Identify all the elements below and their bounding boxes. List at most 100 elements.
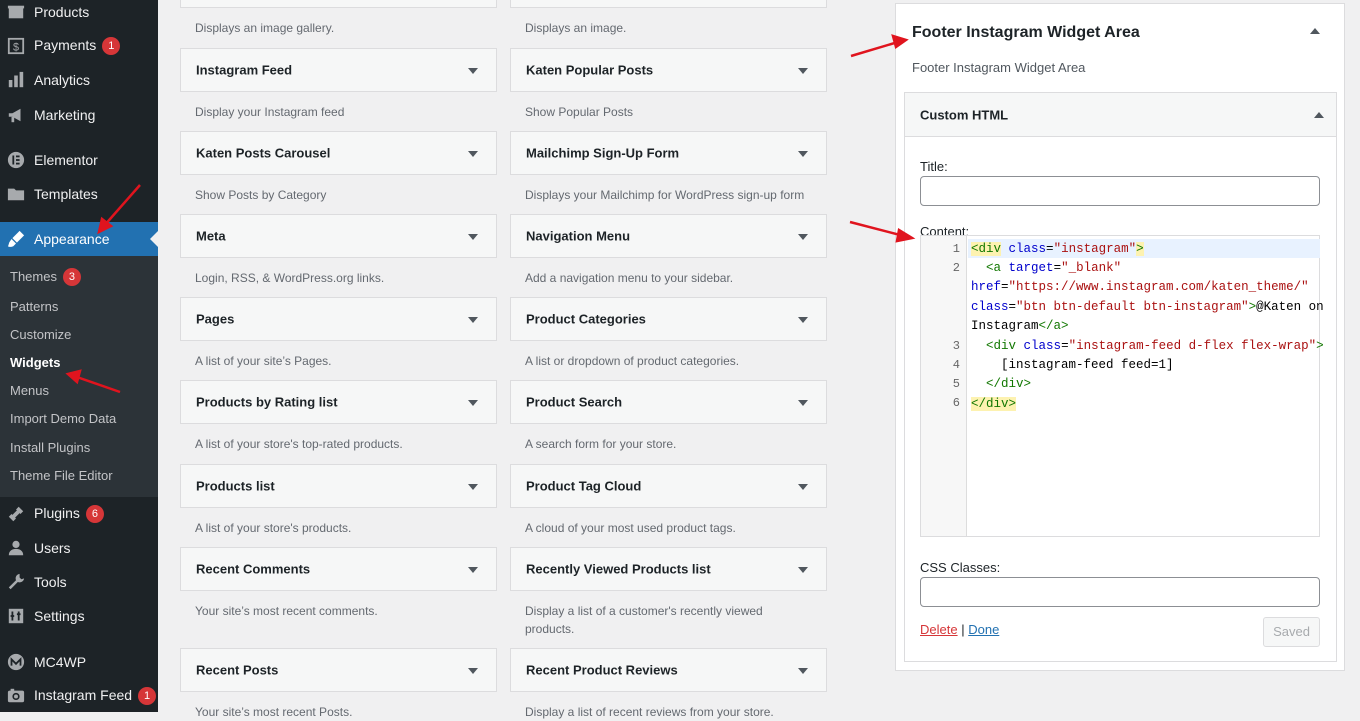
code-token: "btn btn-default btn-instagram" — [1016, 300, 1249, 314]
tools-icon — [7, 573, 25, 591]
code-token: > — [1248, 300, 1257, 314]
arrow-head — [97, 216, 114, 235]
line-number: 6 — [952, 396, 960, 410]
widget-desc: A search form for your store. — [525, 437, 677, 451]
menu-item-appearance[interactable]: Appearance — [0, 222, 158, 256]
menu-item-elementor[interactable]: Elementor — [0, 143, 158, 177]
menu-item-instagram-feed[interactable]: Instagram Feed 1 — [0, 679, 158, 713]
done-link[interactable]: Done — [968, 622, 1000, 637]
widget-title: Product Tag Cloud — [526, 478, 642, 494]
widget-product-tag-cloud[interactable]: Product Tag Cloud — [510, 464, 827, 508]
code-token: </div> — [986, 377, 1032, 391]
widget-products-list[interactable]: Products list — [180, 464, 497, 508]
menu-item-settings[interactable]: Settings — [0, 599, 158, 633]
arrow-to-appearance — [102, 184, 141, 228]
widget-katen-popular-posts[interactable]: Katen Popular Posts — [510, 48, 827, 92]
submenu-item-menus[interactable]: Menus — [10, 383, 50, 398]
widget-mailchimp-signup[interactable]: Mailchimp Sign-Up Form — [510, 131, 827, 175]
code-editor[interactable]: 1 2 3 4 5 6 <div class="instagram"> <a t… — [920, 235, 1324, 537]
line-number: 1 — [952, 242, 960, 256]
code-line-6: </div> — [971, 395, 1317, 414]
menu-item-analytics[interactable]: Analytics — [0, 63, 158, 97]
menu-item-products[interactable]: Products — [0, 0, 158, 29]
caret-down-icon — [798, 400, 808, 406]
widget-meta[interactable]: Meta — [180, 214, 497, 258]
widget-pages[interactable]: Pages — [180, 297, 497, 341]
submenu-item-install-plugins[interactable]: Install Plugins — [10, 440, 91, 455]
code-token: Instagram — [971, 319, 1039, 333]
widget-desc: A cloud of your most used product tags. — [525, 521, 736, 535]
marketing-icon — [7, 106, 25, 124]
submenu-item-patterns[interactable]: Patterns — [10, 299, 59, 314]
css-classes-input[interactable] — [920, 577, 1320, 607]
widget-recently-viewed-products[interactable]: Recently Viewed Products list — [510, 547, 827, 591]
custom-html-widget-header[interactable]: Custom HTML — [905, 93, 1336, 137]
widget-instagram-feed[interactable]: Instagram Feed — [180, 48, 497, 92]
code-line-2-wrap-1: href="https://www.instagram.com/katen_th… — [971, 280, 1309, 294]
caret-down-icon — [798, 567, 808, 573]
code-token: class — [1023, 339, 1062, 353]
code-token: "instagram-feed d-flex flex-wrap" — [1068, 339, 1317, 353]
saved-button[interactable]: Saved — [1263, 617, 1320, 647]
code-token: class — [971, 300, 1009, 314]
submenu-item-import-demo-data[interactable]: Import Demo Data — [10, 411, 117, 426]
widget-desc: A list or dropdown of product categories… — [525, 354, 740, 368]
caret-down-icon — [468, 68, 478, 74]
menu-label-instagram-feed: Instagram Feed — [34, 687, 133, 703]
plugins-badge: 6 — [85, 505, 104, 523]
widget-gallery[interactable] — [180, 0, 497, 8]
caret-up-icon[interactable] — [1310, 28, 1320, 34]
widget-product-search[interactable]: Product Search — [510, 380, 827, 424]
separator: | — [961, 622, 965, 637]
code-token: </div> — [971, 397, 1017, 411]
widget-desc: A list of your store's products. — [195, 521, 352, 535]
widget-desc: Displays your Mailchimp for WordPress si… — [525, 188, 805, 202]
line-number: 4 — [952, 358, 960, 372]
code-token: "_blank" — [1061, 261, 1122, 275]
custom-html-widget: Custom HTML Title: Content: 1 2 3 4 5 6 … — [904, 92, 1337, 662]
templates-icon — [7, 185, 25, 203]
instagram-feed-badge: 1 — [138, 687, 157, 705]
custom-html-title: Custom HTML — [920, 107, 1009, 122]
footer-instagram-widget-area: Footer Instagram Widget Area Footer Inst… — [895, 3, 1345, 671]
submenu-item-theme-file-editor[interactable]: Theme File Editor — [10, 468, 113, 483]
menu-item-tools[interactable]: Tools — [0, 565, 158, 599]
delete-link[interactable]: Delete — [920, 622, 958, 637]
widget-recent-posts[interactable]: Recent Posts — [180, 648, 497, 692]
widget-desc: Display a list of a customer's recently … — [525, 604, 763, 636]
submenu-item-themes[interactable]: Themes 3 — [10, 268, 81, 286]
widget-products-by-rating[interactable]: Products by Rating list — [180, 380, 497, 424]
code-line-3: <div class="instagram-feed d-flex flex-w… — [971, 337, 1324, 356]
caret-up-icon[interactable] — [1314, 112, 1324, 118]
submenu-label-themes: Themes — [10, 269, 57, 284]
payments-badge: 1 — [102, 37, 121, 55]
code-token: <a — [986, 261, 1002, 275]
menu-item-marketing[interactable]: Marketing — [0, 98, 158, 132]
widget-image[interactable] — [510, 0, 827, 8]
title-input[interactable] — [920, 176, 1320, 206]
widget-product-categories[interactable]: Product Categories — [510, 297, 827, 341]
widget-recent-product-reviews[interactable]: Recent Product Reviews — [510, 648, 827, 692]
widget-navigation-menu[interactable]: Navigation Menu — [510, 214, 827, 258]
menu-item-users[interactable]: Users — [0, 531, 158, 565]
submenu-item-widgets[interactable]: Widgets — [10, 355, 61, 370]
active-line-highlight — [968, 239, 1320, 258]
widget-desc: Add a navigation menu to your sidebar. — [525, 271, 734, 285]
submenu-item-customize[interactable]: Customize — [10, 327, 72, 342]
caret-down-icon — [798, 484, 808, 490]
menu-item-mc4wp[interactable]: MC4WP — [0, 645, 158, 679]
widget-area-title[interactable]: Footer Instagram Widget Area — [912, 24, 1140, 41]
code-line-2: <a target="_blank" — [971, 259, 1317, 278]
mc4wp-icon — [7, 653, 25, 671]
themes-badge: 3 — [62, 268, 81, 286]
code-token: > — [1136, 242, 1144, 256]
code-line-2-wrap-3: Instagram</a> — [971, 317, 1317, 336]
code-line-5: </div> — [971, 375, 1317, 394]
css-classes-label: CSS Classes: — [920, 560, 1001, 575]
menu-item-templates[interactable]: Templates — [0, 177, 158, 211]
widget-katen-posts-carousel[interactable]: Katen Posts Carousel — [180, 131, 497, 175]
widget-recent-comments[interactable]: Recent Comments — [180, 547, 497, 591]
